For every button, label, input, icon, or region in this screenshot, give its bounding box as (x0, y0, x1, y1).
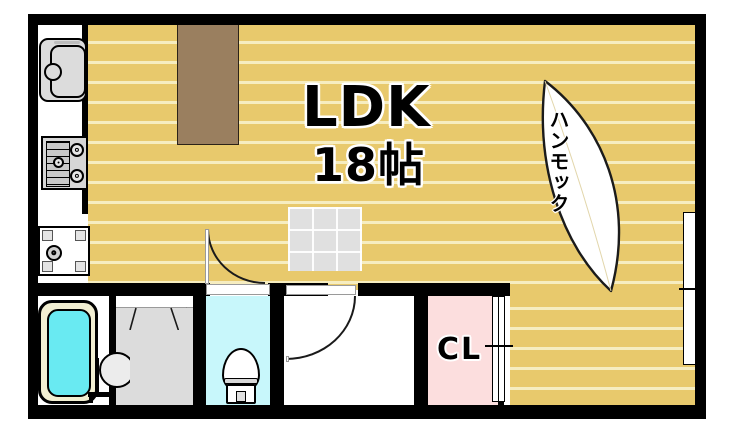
faucet-leg-right (109, 396, 113, 403)
entry-door-leaf[interactable] (286, 356, 289, 362)
hammock-shape (541, 79, 621, 293)
wall-bottom (28, 405, 706, 419)
wall-left (28, 14, 38, 419)
sink-ledge (54, 41, 80, 44)
hammock-label: ハンモック (546, 109, 570, 214)
bathtub-icon (38, 300, 98, 404)
gas-stove-icon (41, 136, 88, 190)
wall-kitchen-partition (82, 24, 88, 214)
fridge-corner-bl (42, 261, 53, 272)
page-title-ldk: LDK (302, 75, 431, 140)
loft-counter (177, 24, 239, 145)
fridge-corner-br (75, 261, 86, 272)
wall-entry-closet (414, 296, 428, 405)
genkan-tile-floor (288, 207, 362, 271)
closet-door-mullion (485, 345, 513, 347)
fridge-corner-tr (75, 230, 86, 241)
closet-sliding-door-panel-b[interactable] (498, 296, 505, 402)
fridge-corner-tl (42, 230, 53, 241)
toilet-seat-lid (224, 378, 258, 384)
entry-door-sill (286, 285, 356, 295)
refrigerator-icon (38, 226, 90, 276)
faucet-post (96, 358, 99, 392)
wall-bath-washroom (109, 296, 116, 405)
wall-washroom-toilet (193, 296, 206, 405)
wall-right (695, 14, 706, 419)
stove-burner-3 (53, 157, 64, 168)
fridge-knob-icon (46, 245, 62, 261)
stove-burner-2 (70, 169, 84, 183)
toilet-door-sill (206, 284, 270, 295)
wall-toilet-entry (270, 296, 284, 405)
wall-top (28, 14, 706, 25)
closet-label: CL (437, 332, 483, 367)
wall-interior-horizontal-left (28, 283, 210, 296)
window-right-mullion (679, 288, 701, 290)
sink-icon (39, 38, 87, 102)
toilet-door-leaf[interactable] (205, 229, 209, 284)
washroom-floor-wedge (130, 330, 193, 405)
stove-burner-1 (70, 143, 84, 157)
faucet-bar (88, 392, 115, 397)
sink-drain-icon (44, 63, 62, 81)
bathtub-water (47, 309, 91, 397)
closet-floor (428, 296, 498, 405)
ldk-floor-lower-right (510, 290, 696, 405)
ldk-area-label: 18帖 (312, 138, 426, 192)
faucet-leg-left (89, 396, 93, 403)
stove-grill (46, 141, 70, 187)
washroom-floor-wedge-2 (179, 308, 193, 338)
wall-interior-horizontal-right (358, 283, 510, 296)
toilet-flush-lever (236, 391, 246, 402)
washroom-folding-door[interactable] (116, 296, 193, 308)
